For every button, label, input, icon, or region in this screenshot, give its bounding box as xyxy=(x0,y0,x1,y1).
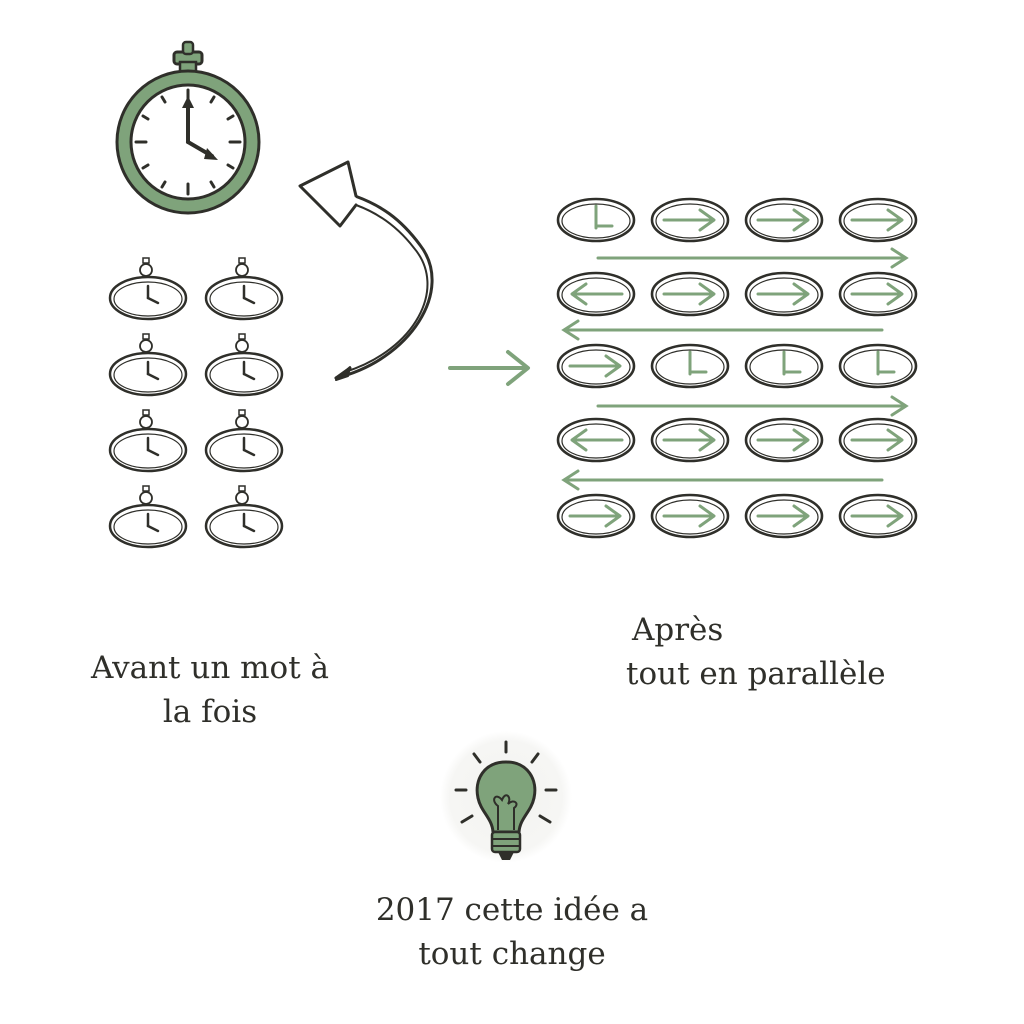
parallel-clock-icon xyxy=(650,197,730,243)
parallel-clock-icon xyxy=(650,493,730,539)
parallel-clock-icon xyxy=(838,343,918,389)
sequential-clocks-grid xyxy=(108,257,284,549)
long-arrow-right xyxy=(596,395,909,417)
caption-bottom-line-1: 2017 cette idée a xyxy=(375,892,649,928)
parallel-clock-icon xyxy=(838,271,918,317)
parallel-clock-icon xyxy=(744,343,824,389)
small-stopwatch-icon xyxy=(204,333,284,397)
caption-after-line-1: Après xyxy=(632,612,724,648)
parallel-clock-icon xyxy=(838,417,918,463)
parallel-clock-icon xyxy=(744,197,824,243)
parallel-clock-icon xyxy=(650,343,730,389)
lightbulb-icon xyxy=(440,731,572,863)
small-stopwatch-icon xyxy=(108,485,188,549)
transition-arrow-icon xyxy=(448,350,530,386)
small-stopwatch-icon xyxy=(204,485,284,549)
big-stopwatch-icon xyxy=(115,40,261,215)
parallel-clocks-grid xyxy=(556,197,918,539)
caption-after-line-2: tout en parallèle xyxy=(626,656,886,692)
small-stopwatch-icon xyxy=(204,409,284,473)
parallel-clock-icon xyxy=(838,197,918,243)
small-stopwatch-icon xyxy=(108,409,188,473)
long-arrow-right xyxy=(596,247,909,269)
parallel-clock-icon xyxy=(744,493,824,539)
long-arrow-left xyxy=(561,469,884,491)
parallel-clock-icon xyxy=(650,417,730,463)
parallel-clock-icon xyxy=(744,271,824,317)
caption-before-line-1: Avant un mot à xyxy=(90,650,330,686)
parallel-clock-icon xyxy=(838,493,918,539)
small-stopwatch-icon xyxy=(108,333,188,397)
caption-bottom-line-2: tout change xyxy=(418,936,606,972)
parallel-clock-icon xyxy=(556,271,636,317)
parallel-clock-icon xyxy=(556,493,636,539)
parallel-clock-icon xyxy=(744,417,824,463)
parallel-clock-icon xyxy=(556,197,636,243)
small-stopwatch-icon xyxy=(204,257,284,321)
parallel-clock-icon xyxy=(650,271,730,317)
curved-arrow-icon xyxy=(298,160,434,381)
caption-before: Avant un mot à la fois xyxy=(60,646,360,734)
small-stopwatch-icon xyxy=(108,257,188,321)
caption-bottom: 2017 cette idée a tout change xyxy=(330,888,694,976)
long-arrow-left xyxy=(561,319,884,341)
parallel-clock-icon xyxy=(556,417,636,463)
caption-before-line-2: la fois xyxy=(162,694,258,730)
parallel-clock-icon xyxy=(556,343,636,389)
caption-after: Après tout en parallèle xyxy=(626,608,926,696)
